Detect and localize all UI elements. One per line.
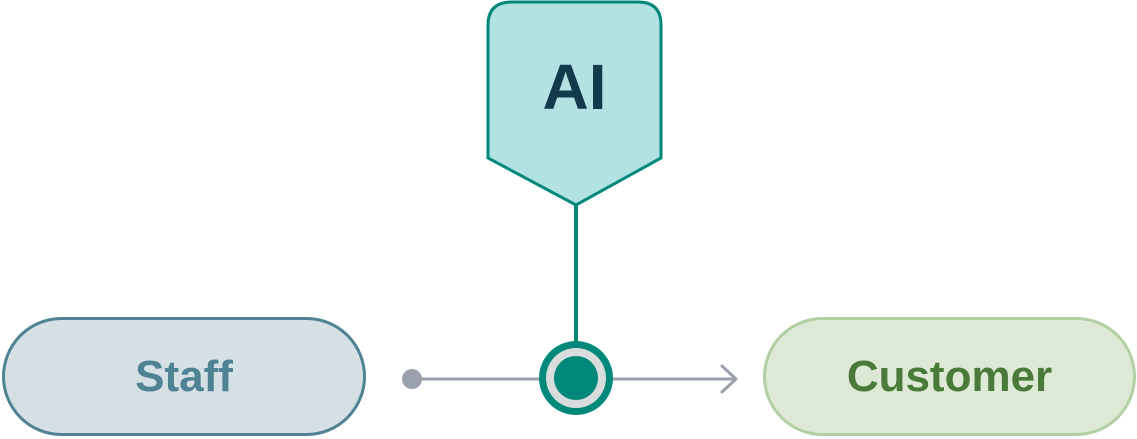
junction-core xyxy=(554,356,598,400)
ai-node-shape xyxy=(486,0,663,207)
arrow-head-icon xyxy=(720,364,738,394)
staff-node: Staff xyxy=(2,317,366,436)
customer-node: Customer xyxy=(763,317,1136,436)
ai-node-label: AI xyxy=(542,51,607,123)
flow-start-dot xyxy=(402,369,422,389)
